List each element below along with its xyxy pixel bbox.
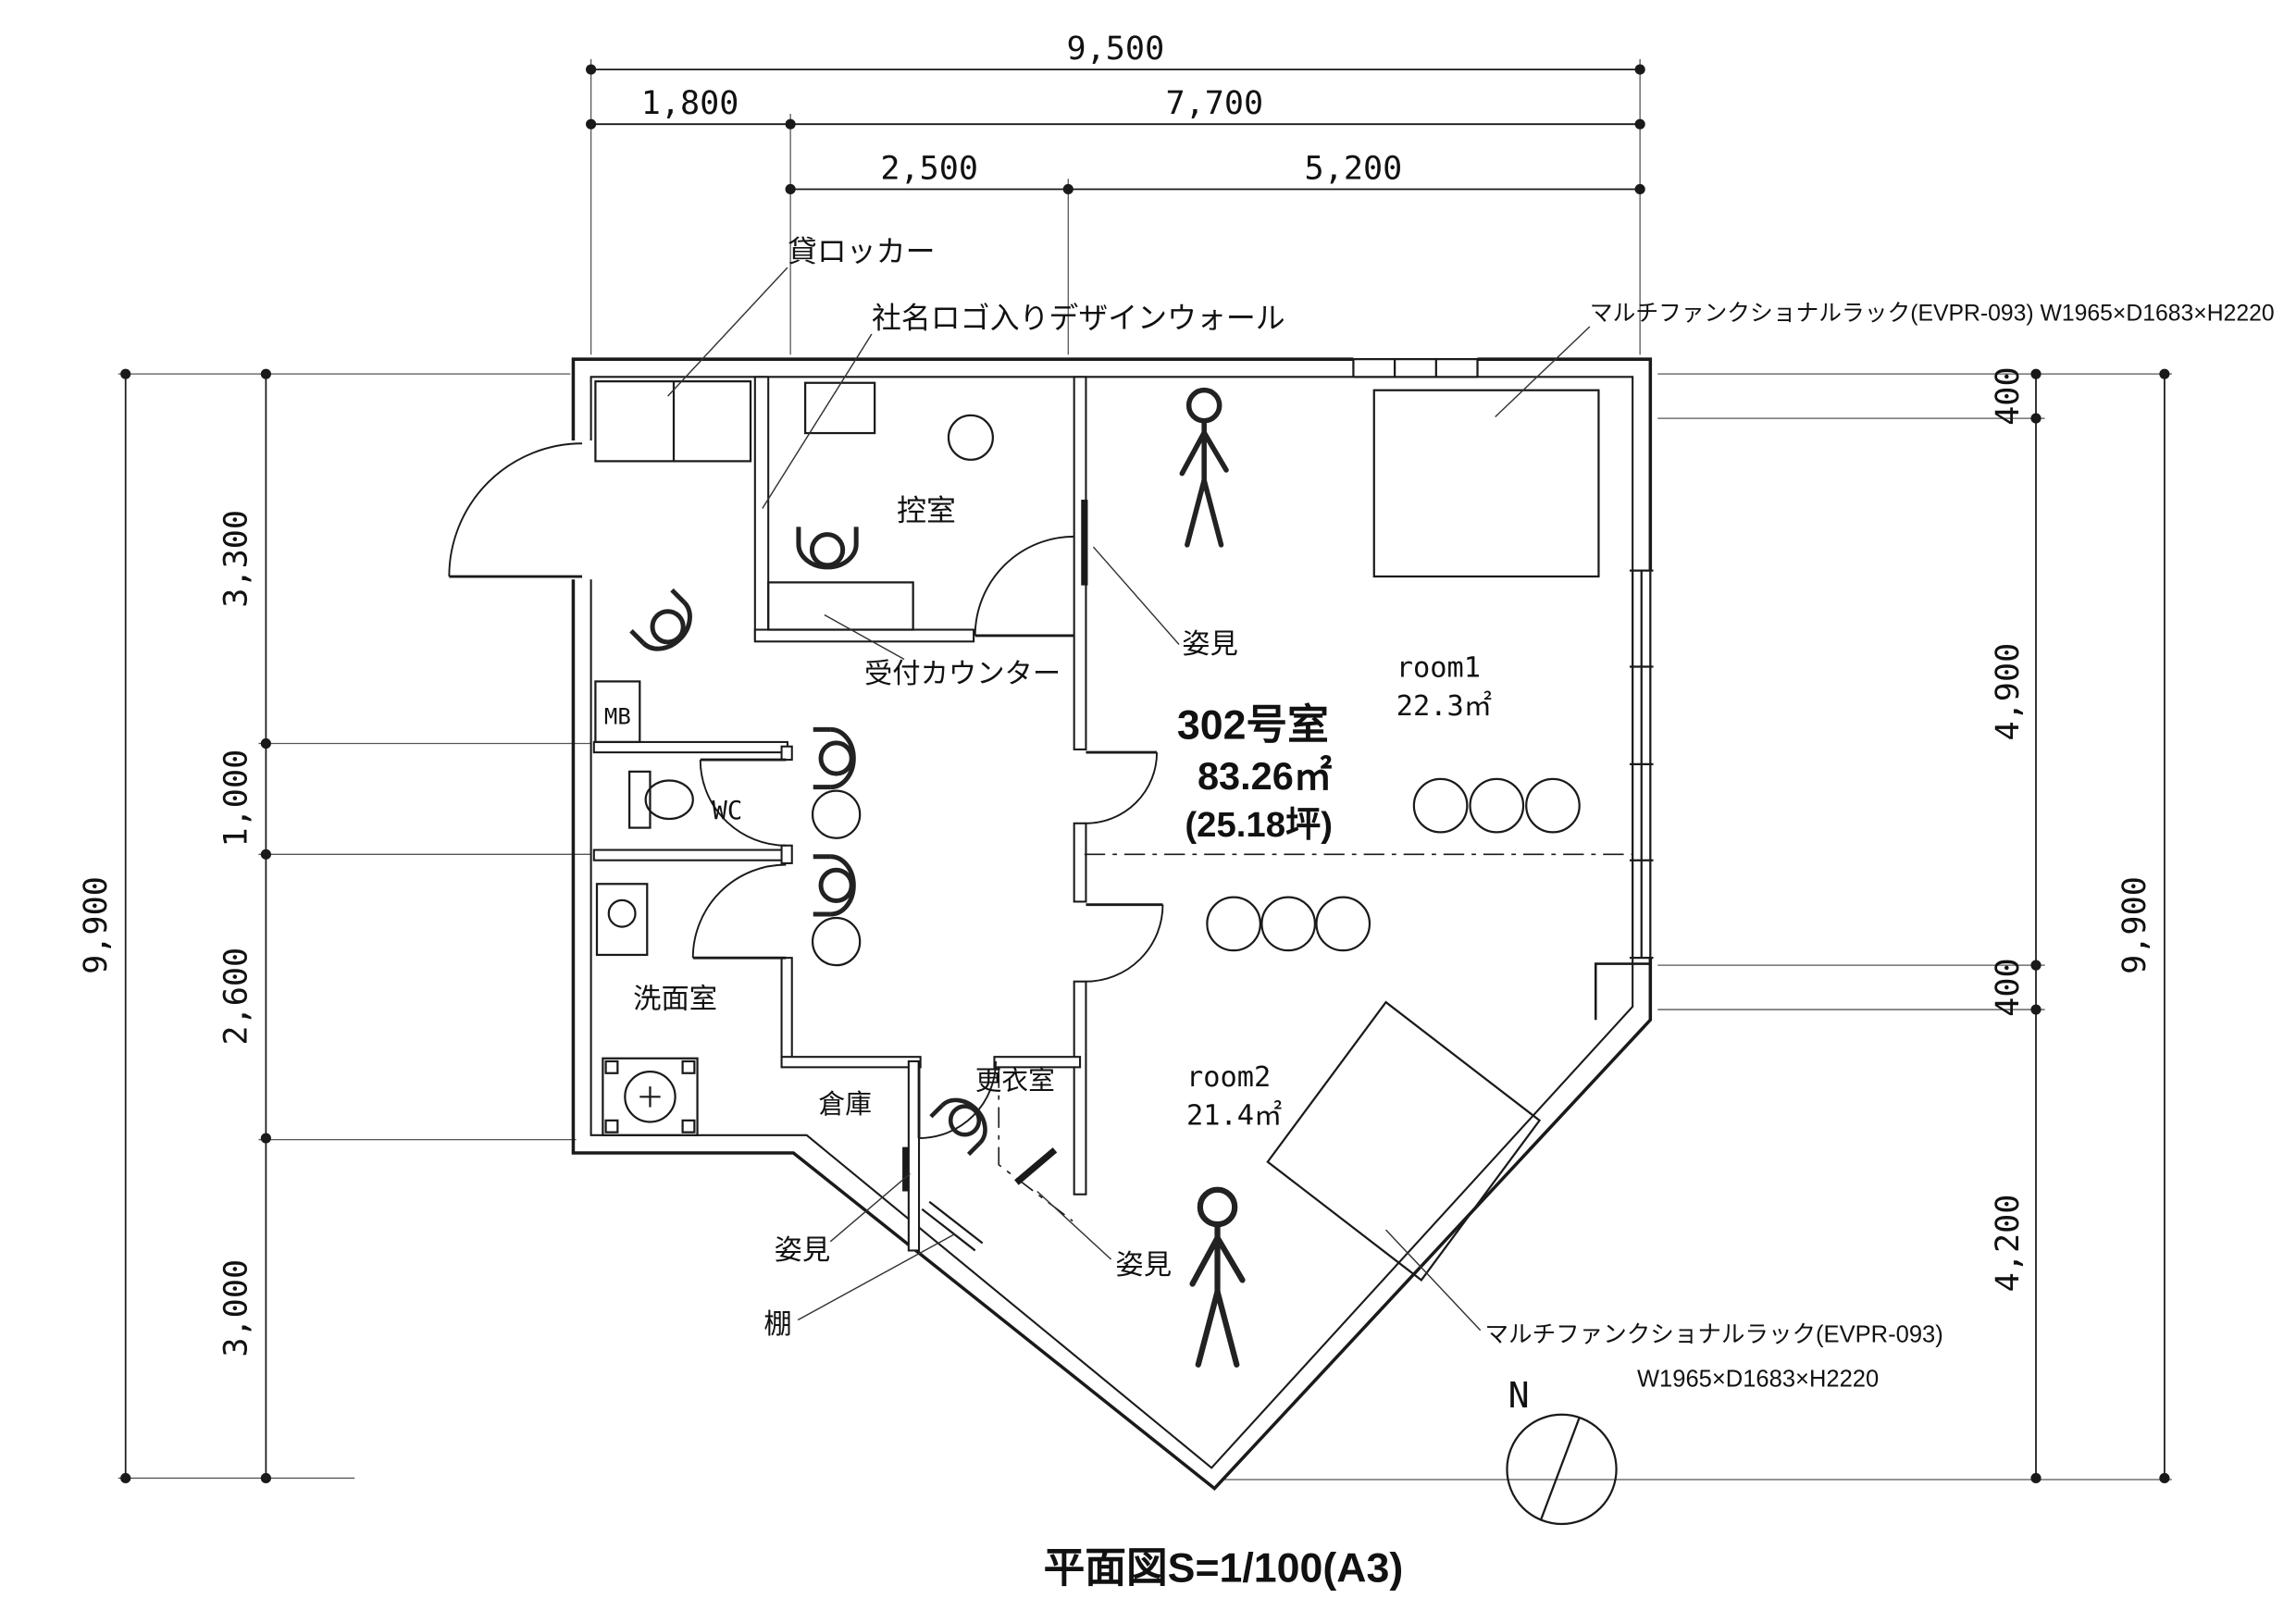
label-anteroom: 控室: [897, 493, 956, 527]
entrance-door-arc: [448, 442, 583, 577]
reception-counter-shape: [767, 581, 914, 631]
label-design-wall: 社名ロゴ入りデザインウォール: [872, 302, 1285, 335]
label-locker: 貸ロッカー: [788, 235, 936, 268]
label-rack-bottom-size: W1965×D1683×H2220: [1637, 1366, 1879, 1392]
washbasin: [595, 883, 649, 957]
extension-lines: [118, 58, 2172, 1481]
person-corridor-2: [813, 857, 854, 914]
dim-left-1000: 1,000: [217, 750, 255, 848]
dressing-door-arc: [919, 1060, 998, 1139]
dim-right-4200: 4,200: [1989, 1195, 2027, 1293]
person-corridor-1: [813, 729, 854, 787]
doors: [448, 442, 1164, 1139]
shelf-shape: [921, 1200, 984, 1252]
label-unit-tsubo: (25.18坪): [1185, 805, 1333, 845]
dim-right-total: 9,900: [2116, 876, 2153, 974]
label-rack-top: マルチファンクショナルラック(EVPR-093) W1965×D1683×H22…: [1590, 302, 2275, 327]
rack-room2: [1266, 1000, 1542, 1282]
room2-stools: [1206, 896, 1371, 952]
person-room2: [1193, 1190, 1243, 1365]
label-reception-counter: 受付カウンター: [864, 658, 1061, 689]
room1-door-arc: [1086, 752, 1159, 824]
wall-step: [1594, 962, 1651, 1021]
north-indicator: N: [1506, 1375, 1618, 1526]
mirror-lower-mid-shape: [1014, 1147, 1058, 1185]
building-outline: [563, 355, 1658, 1492]
dim-top-7700: 7,700: [1165, 84, 1263, 122]
dim-left-3300: 3,300: [217, 510, 255, 608]
person-room1: [1182, 390, 1226, 545]
top-dimensions: 9,500 1,800 7,700 2,500 5,200: [586, 30, 1645, 195]
rack-room1: [1372, 389, 1600, 578]
washroom-door-arc: [691, 863, 787, 959]
dim-top-1800: 1,800: [641, 84, 739, 122]
label-storage: 倉庫: [818, 1090, 871, 1120]
drawing-title: 平面図S=1/100(A3): [1044, 1545, 1404, 1591]
dim-right-4900: 4,900: [1989, 643, 2027, 741]
person-entrance: [631, 590, 701, 660]
left-dimensions: 9,900 3,300 1,000 2,600 3,000: [77, 368, 271, 1484]
anteroom-door-arc: [974, 535, 1074, 636]
north-needle: [1540, 1417, 1581, 1520]
anteroom-stool: [947, 414, 994, 461]
toilet: [628, 770, 694, 829]
fixtures: [594, 380, 1600, 1282]
label-room2-name: room2: [1186, 1061, 1271, 1094]
label-unit-area: 83.26㎡: [1198, 754, 1333, 798]
label-unit-name: 302号室: [1177, 702, 1329, 749]
label-mirror-lower-left: 姿見: [775, 1234, 831, 1266]
wc-door-arc: [699, 760, 787, 847]
dim-left-3000: 3,000: [217, 1259, 255, 1357]
dim-top-5200: 5,200: [1305, 149, 1403, 187]
person-reception: [799, 527, 856, 567]
mop-sink: [602, 1057, 699, 1136]
dim-left-2600: 2,600: [217, 948, 255, 1046]
room2-door-arc: [1086, 904, 1164, 983]
dim-top-2500: 2,500: [880, 149, 978, 187]
anteroom-cabinet: [803, 381, 876, 435]
people: [631, 390, 1243, 1365]
design-wall: [753, 376, 770, 640]
mb-box: [594, 680, 641, 744]
right-dimensions: 400 4,900 400 4,200 9,900: [1989, 366, 2170, 1484]
label-mirror-lower-mid: 姿見: [1115, 1249, 1172, 1281]
room1-stools: [1412, 777, 1581, 834]
label-shelf: 棚: [763, 1308, 791, 1340]
dim-left-total: 9,900: [77, 876, 115, 974]
label-washroom: 洗面室: [633, 983, 717, 1014]
label-mb: MB: [604, 704, 631, 730]
labels: 貸ロッカー 社名ロゴ入りデザインウォール マルチファンクショナルラック(EVPR…: [604, 235, 2275, 1393]
label-room2-area: 21.4㎡: [1186, 1100, 1282, 1133]
dim-right-400a: 400: [1989, 366, 2027, 425]
corridor-stools: [811, 789, 862, 967]
dim-right-400b: 400: [1989, 958, 2027, 1016]
north-label: N: [1508, 1375, 1530, 1417]
rental-locker: [594, 380, 752, 463]
label-room1-area: 22.3㎡: [1396, 690, 1492, 723]
label-wc: WC: [713, 797, 743, 825]
dim-top-total: 9,500: [1067, 30, 1165, 68]
label-rack-bottom-name: マルチファンクショナルラック(EVPR-093): [1485, 1321, 1943, 1347]
label-room1-name: room1: [1396, 652, 1481, 685]
north-circle: [1506, 1413, 1618, 1526]
label-dressing-room: 更衣室: [975, 1066, 1055, 1096]
label-mirror-room1: 姿見: [1182, 628, 1238, 660]
leader-lines: [667, 266, 1591, 1332]
interior-partitions: [592, 376, 1633, 1252]
